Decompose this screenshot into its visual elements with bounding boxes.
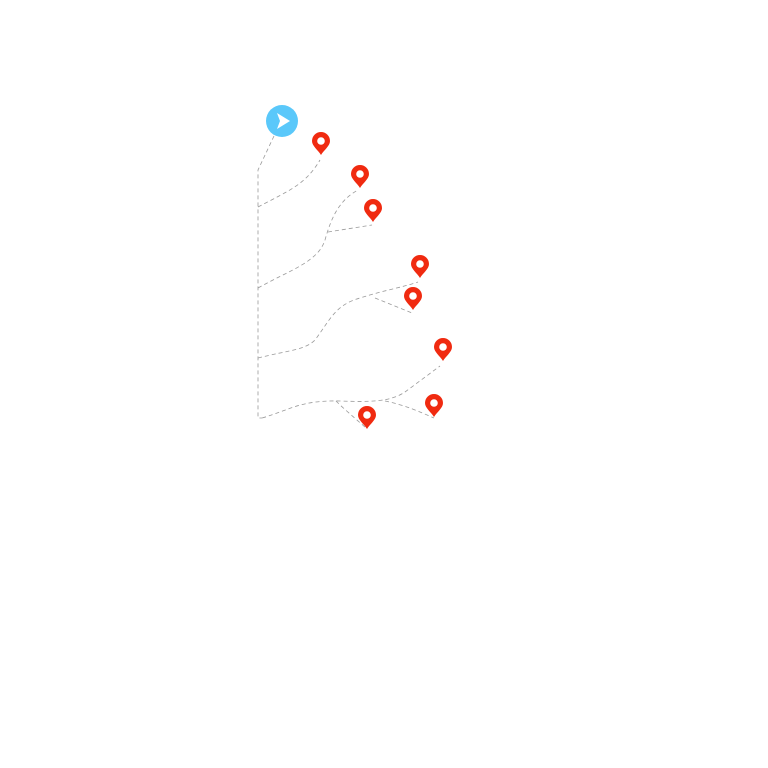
destination-pin[interactable]: [411, 255, 429, 278]
destination-pins: [312, 132, 452, 429]
route-branch-1: [257, 159, 321, 208]
pin-center: [439, 343, 447, 351]
route-branch-4: [257, 281, 419, 359]
destination-pin[interactable]: [425, 394, 443, 417]
pin-center: [317, 137, 325, 145]
destination-pin[interactable]: [358, 406, 376, 429]
pin-center: [430, 399, 438, 407]
route-lines: [257, 135, 441, 429]
destination-pin[interactable]: [351, 165, 369, 188]
route-branch-7: [335, 400, 367, 429]
origin-marker[interactable]: [266, 105, 298, 137]
pin-center: [416, 260, 424, 268]
destination-pin[interactable]: [312, 132, 330, 155]
pin-center: [363, 411, 371, 419]
pin-center: [356, 170, 364, 178]
route-branch-3: [327, 224, 373, 233]
destination-pin[interactable]: [364, 199, 382, 222]
pin-center: [409, 292, 417, 300]
route-branch-2: [257, 189, 359, 289]
pin-center: [369, 204, 377, 212]
route-branch-6: [261, 365, 441, 419]
destination-pin[interactable]: [434, 338, 452, 361]
route-trunk: [257, 135, 275, 419]
destination-pin[interactable]: [404, 287, 422, 310]
navigation-arrow-icon: [277, 113, 290, 129]
